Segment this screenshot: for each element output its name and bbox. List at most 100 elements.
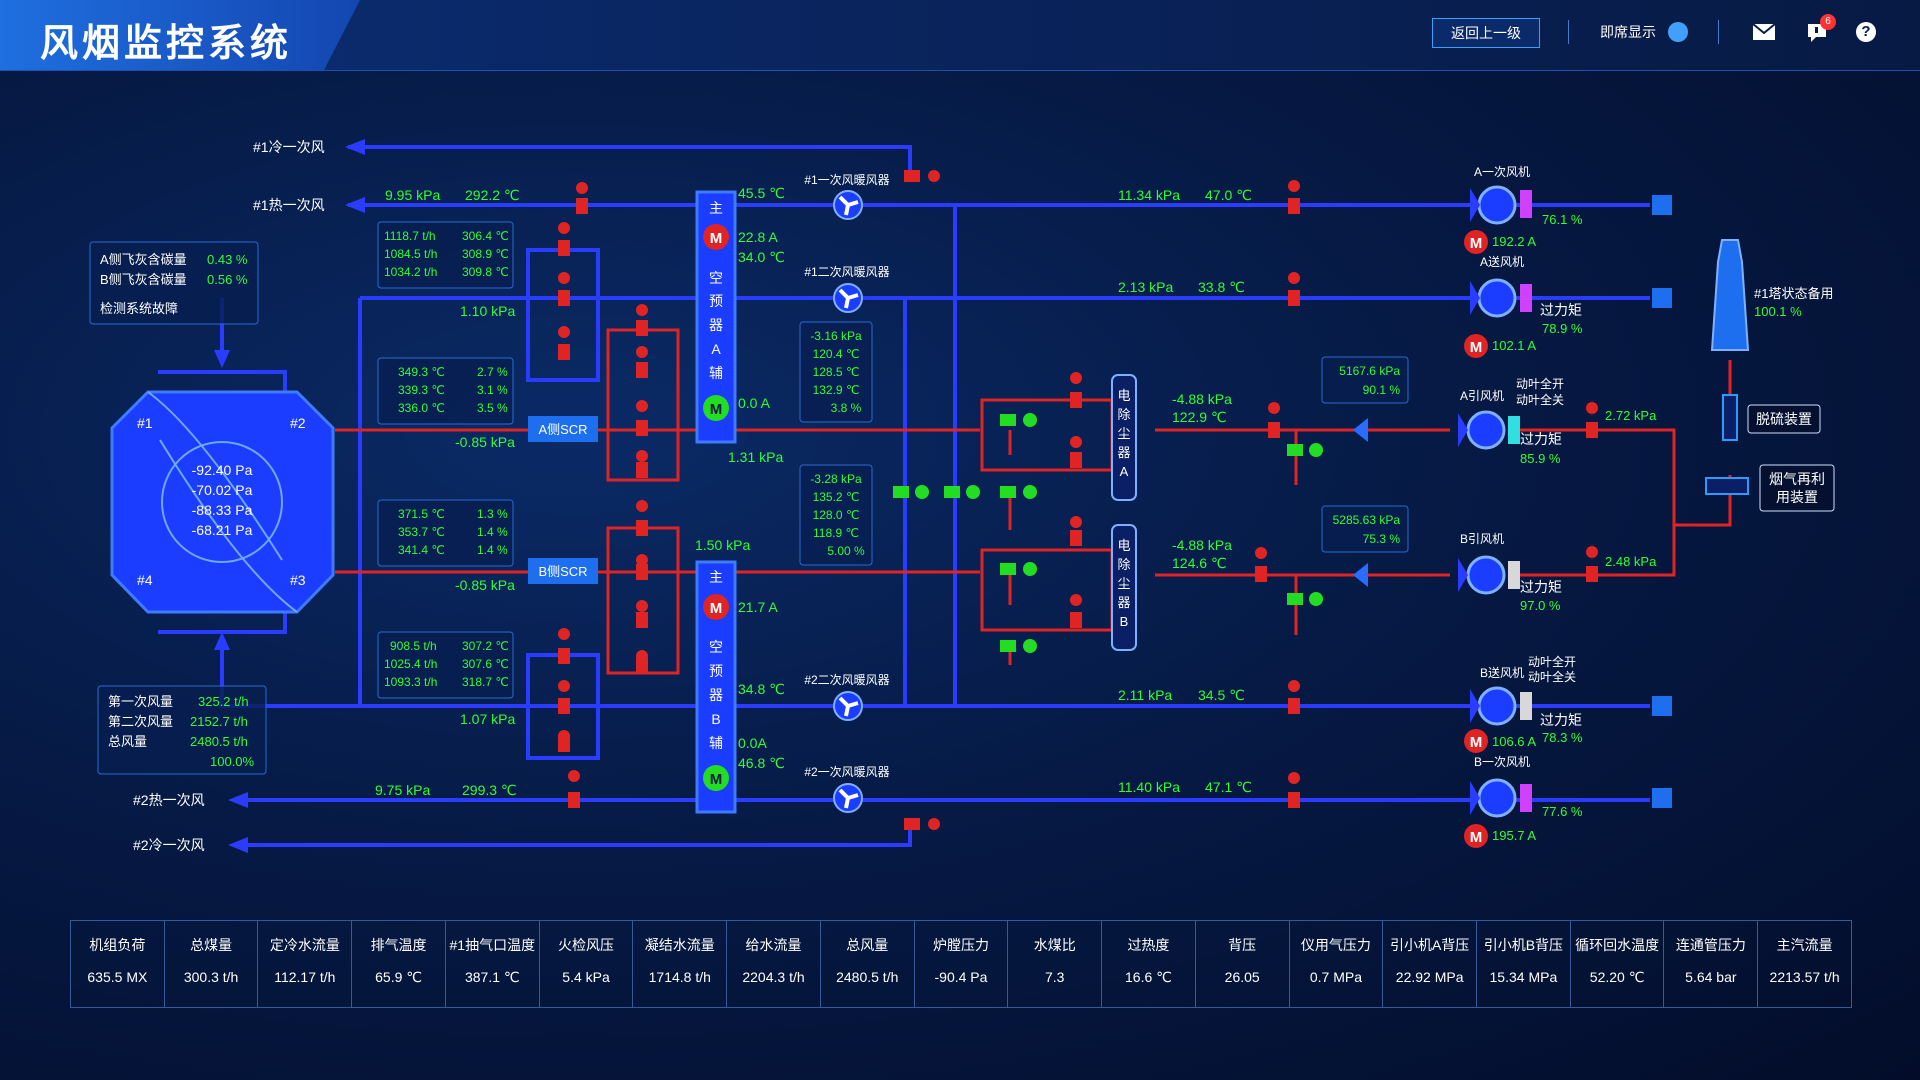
valve-icon bbox=[1070, 452, 1082, 468]
fan-b-fd-close: 动叶全关 bbox=[1528, 669, 1576, 684]
table-header: 引小机A背压 bbox=[1389, 937, 1470, 953]
table-value: 2213.57 t/h bbox=[1769, 969, 1840, 985]
svg-text:353.7 ℃: 353.7 ℃ bbox=[398, 525, 445, 539]
pipe-cold1 bbox=[348, 145, 912, 176]
table-value: 26.05 bbox=[1224, 969, 1260, 985]
svg-text:120.4 ℃: 120.4 ℃ bbox=[813, 347, 860, 361]
green-valves[interactable] bbox=[893, 413, 1323, 653]
valve-icon bbox=[636, 420, 648, 436]
desulf-label-box bbox=[1747, 404, 1821, 434]
esp-a-loop bbox=[980, 398, 1114, 472]
svg-text:预: 预 bbox=[709, 663, 723, 679]
svg-text:M: M bbox=[710, 401, 723, 418]
esp-a[interactable]: 电除 尘器 A bbox=[1111, 374, 1137, 501]
table-value: 387.1 ℃ bbox=[464, 969, 520, 985]
desulf-unit[interactable] bbox=[1722, 394, 1738, 441]
svg-text:1.10 kPa: 1.10 kPa bbox=[460, 303, 515, 319]
motor-icon bbox=[1070, 594, 1082, 606]
table-value: 2480.5 t/h bbox=[836, 969, 899, 985]
svg-text:135.2 ℃: 135.2 ℃ bbox=[813, 490, 860, 504]
motor-icon bbox=[1023, 639, 1037, 653]
chat-icon[interactable] bbox=[1806, 20, 1828, 44]
valve-icon bbox=[1000, 414, 1016, 426]
esp-b[interactable]: 电除 尘器 B bbox=[1111, 524, 1137, 651]
svg-text:75.3 %: 75.3 % bbox=[1363, 532, 1401, 546]
table-header: 主汽流量 bbox=[1776, 937, 1833, 953]
valve-icon bbox=[904, 818, 920, 830]
fan-a-primary bbox=[1470, 185, 1532, 225]
fan-motors[interactable] bbox=[1464, 230, 1488, 848]
preheater-b[interactable]: 主 空 预 器 B 辅 M M bbox=[695, 560, 737, 814]
table-header: 连通管压力 bbox=[1675, 937, 1746, 953]
heaters[interactable] bbox=[833, 190, 863, 813]
svg-text:336.0 ℃: 336.0 ℃ bbox=[398, 401, 445, 415]
green-values: 9.95 kPa 292.2 ℃ 9.75 kPa 299.3 ℃ 1.10 k… bbox=[375, 185, 1252, 798]
svg-text:B: B bbox=[1120, 614, 1129, 629]
svg-text:A: A bbox=[1120, 464, 1129, 479]
valve-icon bbox=[558, 240, 570, 256]
svg-text:97.0 %: 97.0 % bbox=[1520, 598, 1561, 613]
svg-text:9.75 kPa: 9.75 kPa bbox=[375, 782, 430, 798]
valve-icon bbox=[1070, 392, 1082, 408]
svg-text:106.6 A: 106.6 A bbox=[1492, 734, 1536, 749]
svg-text:-0.85 kPa: -0.85 kPa bbox=[455, 577, 515, 593]
svg-text:102.1 A: 102.1 A bbox=[1492, 338, 1536, 353]
valve-icon bbox=[558, 344, 570, 360]
svg-text:过力矩: 过力矩 bbox=[1520, 431, 1562, 447]
svg-text:器: 器 bbox=[1117, 445, 1130, 460]
svg-text:21.7 A: 21.7 A bbox=[738, 599, 778, 615]
valve-icon bbox=[1586, 422, 1598, 438]
table-header: 背压 bbox=[1228, 937, 1257, 953]
table-value: 7.3 bbox=[1044, 969, 1065, 985]
scr-a-button[interactable] bbox=[528, 416, 598, 442]
svg-text:M: M bbox=[1470, 734, 1483, 751]
svg-text:1025.4 t/h: 1025.4 t/h bbox=[384, 657, 437, 671]
valve-icon bbox=[1000, 640, 1016, 652]
flue-out-a bbox=[1515, 428, 1676, 525]
motor-icon bbox=[1070, 436, 1082, 448]
chimney-tower[interactable] bbox=[1710, 239, 1750, 351]
table-value: 52.20 ℃ bbox=[1589, 969, 1645, 985]
fan-a-id bbox=[1458, 410, 1520, 450]
table-header: 定冷水流量 bbox=[269, 937, 340, 953]
valve-icon bbox=[576, 198, 588, 214]
fan-a-id-close: 动叶全关 bbox=[1516, 392, 1564, 407]
scr-b-button[interactable] bbox=[528, 558, 598, 584]
back-button[interactable]: 返回上一级 bbox=[1432, 18, 1540, 48]
motor-icon bbox=[558, 272, 570, 284]
seat-display-label[interactable]: 即席显示 bbox=[1600, 24, 1656, 40]
svg-text:307.6 ℃: 307.6 ℃ bbox=[462, 657, 509, 671]
boiler[interactable]: #1 #2 #3 #4 -92.40 Pa -70.02 Pa -88.33 P… bbox=[110, 390, 335, 614]
valve-icon bbox=[558, 648, 570, 664]
red-valves[interactable] bbox=[558, 170, 1598, 830]
svg-text:2.48 kPa: 2.48 kPa bbox=[1605, 554, 1657, 569]
mail-icon[interactable] bbox=[1752, 23, 1776, 41]
fans[interactable] bbox=[1458, 185, 1532, 818]
reuse-unit[interactable] bbox=[1705, 477, 1749, 495]
user-icon[interactable] bbox=[1668, 22, 1688, 42]
preheater-a[interactable]: 主 空 预 器 A 辅 M M bbox=[695, 190, 737, 444]
table-header: 机组负荷 bbox=[89, 937, 146, 953]
flyash-fault: 检测系统故障 bbox=[100, 301, 178, 316]
svg-text:M: M bbox=[1470, 829, 1483, 846]
table-header: 过热度 bbox=[1127, 937, 1170, 953]
arrow-heads bbox=[214, 139, 365, 853]
svg-text:306.4 ℃: 306.4 ℃ bbox=[462, 229, 509, 243]
motor-icon bbox=[576, 182, 588, 194]
heater-3-label: #2二次风暖风器 bbox=[804, 673, 889, 687]
table-header: 火检风压 bbox=[558, 937, 615, 953]
motor-icon bbox=[1288, 680, 1300, 692]
valve-icon bbox=[1586, 566, 1598, 582]
svg-text:电: 电 bbox=[1117, 388, 1130, 403]
help-icon[interactable]: ? bbox=[1856, 22, 1876, 42]
svg-text:118.9 ℃: 118.9 ℃ bbox=[813, 526, 859, 540]
table-value: 0.7 MPa bbox=[1309, 969, 1362, 985]
fan-a-fd bbox=[1470, 278, 1532, 318]
flyash-b-label: B侧飞灰含碳量 bbox=[100, 272, 187, 287]
reuse-label-1: 烟气再利 bbox=[1769, 471, 1825, 487]
table-column: 炉膛压力-90.4 Pa bbox=[915, 921, 1009, 1007]
